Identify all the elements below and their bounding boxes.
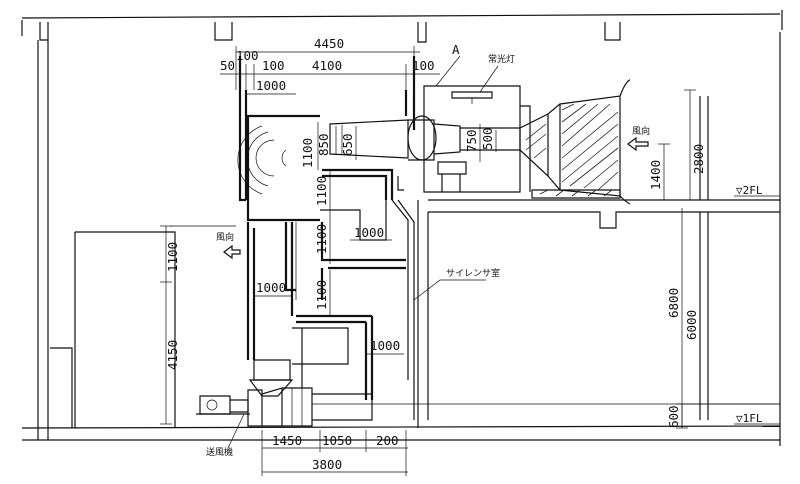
dim-right-6800: 6800 bbox=[666, 288, 681, 318]
floor-1fl-label: ▽1FL bbox=[736, 412, 763, 425]
upper-chamber bbox=[237, 56, 416, 420]
building-outline bbox=[21, 10, 783, 446]
dim-top-100c: 100 bbox=[412, 58, 435, 73]
blower-label: 送風機 bbox=[206, 446, 233, 458]
floor-2fl-label: ▽2FL bbox=[736, 184, 763, 197]
dim-top-50: 50 bbox=[220, 58, 235, 73]
dim-right-600: 600 bbox=[666, 405, 681, 428]
dim-h850: 850 bbox=[316, 133, 331, 156]
silencer-stack bbox=[246, 222, 406, 400]
dim-h1100-b: 1100 bbox=[314, 176, 329, 206]
dim-bot-200: 200 bbox=[376, 433, 399, 448]
dim-h1100-a: 1100 bbox=[300, 138, 315, 168]
dim-top-100a: 100 bbox=[236, 48, 259, 63]
wind-direction-left-label: 風向 bbox=[216, 231, 234, 243]
dim-bot-3800: 3800 bbox=[312, 457, 342, 472]
dim-w1000-left: 1000 bbox=[256, 280, 286, 295]
blower-assembly bbox=[196, 387, 780, 427]
dim-right-2800: 2800 bbox=[691, 144, 706, 174]
lamp-label: 常光灯 bbox=[488, 53, 515, 65]
dim-w1000-mid: 1000 bbox=[354, 225, 384, 240]
dim-w1000-right: 1000 bbox=[370, 338, 400, 353]
dim-right-6000: 6000 bbox=[684, 310, 699, 340]
dimension-texts: 4450 50 100 100 4100 100 1000 1100 850 6… bbox=[165, 36, 706, 472]
dim-bot-1450: 1450 bbox=[272, 433, 302, 448]
dim-top-4100: 4100 bbox=[312, 58, 342, 73]
dim-h650: 650 bbox=[340, 133, 355, 156]
dim-h500: 500 bbox=[480, 127, 495, 150]
dim-h1100-c: 1100 bbox=[314, 224, 329, 254]
dim-left-4150: 4150 bbox=[165, 340, 180, 370]
dim-top-total: 4450 bbox=[314, 36, 344, 51]
dim-right-1400: 1400 bbox=[648, 160, 663, 190]
dim-bot-1050: 1050 bbox=[322, 433, 352, 448]
dim-h750: 750 bbox=[464, 129, 479, 152]
horn-duct bbox=[329, 85, 531, 193]
dim-left-1100: 1100 bbox=[165, 242, 180, 272]
dim-top-100b: 100 bbox=[262, 58, 285, 73]
dim-chamber-1000: 1000 bbox=[256, 78, 286, 93]
dimension-lines bbox=[160, 46, 780, 476]
detail-a-label: A bbox=[452, 42, 460, 57]
left-opening bbox=[50, 225, 236, 428]
label-texts: A 常光灯 風向 風向 サイレンサ室 送風機 ▽2FL ▽1FL bbox=[206, 42, 763, 458]
silencer-room-label: サイレンサ室 bbox=[446, 267, 500, 279]
wind-direction-right-label: 風向 bbox=[632, 125, 650, 137]
hatched-horn bbox=[519, 79, 649, 205]
dim-h1100-d: 1100 bbox=[314, 280, 329, 310]
hatch-lines bbox=[525, 103, 619, 197]
wind-arrow-left-icon bbox=[223, 244, 241, 260]
